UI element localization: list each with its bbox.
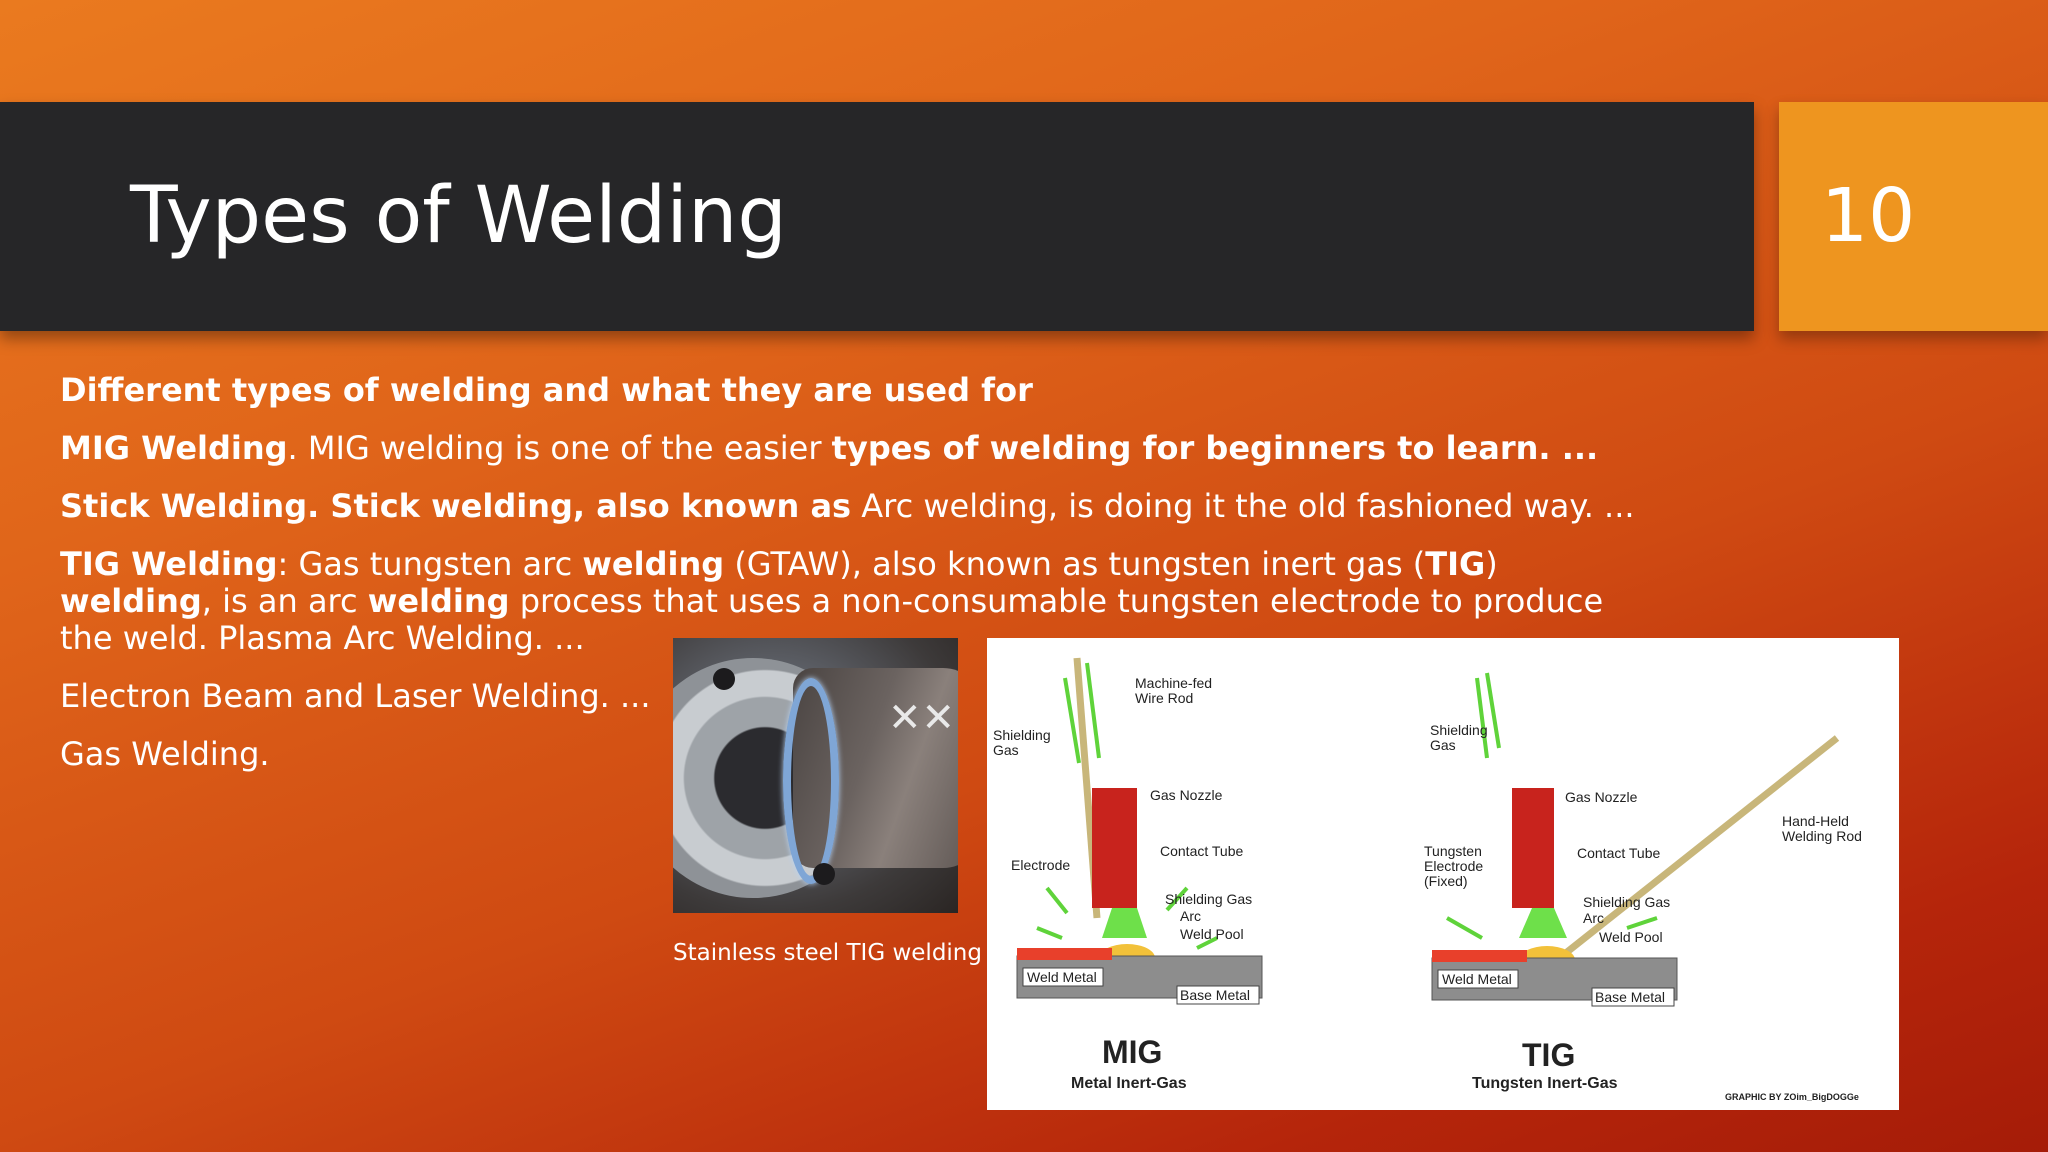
tig-text-4: , is an arc (201, 582, 368, 620)
heading-paragraph: Different types of welding and what they… (60, 372, 1650, 409)
mig-paragraph: MIG Welding. MIG welding is one of the e… (60, 430, 1650, 467)
mig-gas-nozzle (1092, 788, 1137, 908)
diagram-credit: GRAPHIC BY ZOim_BigDOGGe (1725, 1092, 1859, 1102)
mig-diagram (1016, 657, 1263, 1005)
title-bar: Types of Welding (0, 102, 1754, 331)
tig-bold-2: welding (582, 545, 725, 583)
weld-bead-shape (783, 678, 839, 884)
mig-label-gas-nozzle: Gas Nozzle (1150, 787, 1223, 803)
mig-label-shielding-gas-2: Shielding Gas (1165, 891, 1252, 907)
tig-label-contact-tube: Contact Tube (1577, 845, 1660, 861)
tig-label-weld-pool: Weld Pool (1599, 929, 1663, 945)
photo-caption: Stainless steel TIG welding (673, 940, 982, 966)
tig-label-arc: Arc (1583, 910, 1604, 926)
tig-weld-metal-band (1432, 950, 1527, 962)
chalk-mark-icon: ✕✕ (888, 695, 956, 741)
mig-base-metal-tag (1176, 985, 1260, 1005)
electron-beam-paragraph: Electron Beam and Laser Welding. ... (60, 677, 651, 715)
bolt-hole-icon (713, 668, 735, 690)
mig-label-arc: Arc (1180, 908, 1201, 924)
mig-title: MIG (1102, 1034, 1162, 1070)
tig-weld-metal-tag (1437, 969, 1519, 989)
mig-label-electrode: Electrode (1011, 857, 1070, 873)
mig-label-base-metal: Base Metal (1180, 987, 1250, 1003)
tig-gas-nozzle (1512, 788, 1554, 908)
tig-text-3: ) (1485, 545, 1498, 583)
tig-diagram (1431, 672, 1840, 1007)
bolt-hole-icon (813, 863, 835, 885)
tig-welding-photo: ✕✕ (673, 638, 958, 913)
mig-name: MIG Welding (60, 429, 288, 467)
stick-paragraph: Stick Welding. Stick welding, also known… (60, 488, 1650, 525)
tig-bold-1: TIG Welding (60, 545, 278, 583)
stick-text: Arc welding, is doing it the old fashion… (851, 487, 1635, 525)
tig-label-base-metal: Base Metal (1595, 989, 1665, 1005)
tig-hand-held-rod (1559, 735, 1840, 959)
mig-weld-metal-tag (1022, 967, 1104, 987)
tig-text-1: : Gas tungsten arc (277, 545, 583, 583)
tig-bold-4: welding (60, 582, 202, 620)
stick-bold: Stick Welding. Stick welding, also known… (60, 487, 852, 525)
gas-welding-paragraph: Gas Welding. (60, 735, 270, 773)
heading: Different types of welding and what they… (60, 371, 1033, 409)
mig-tail: types of welding for beginners to learn.… (831, 429, 1599, 467)
tig-shielding-gas (1519, 908, 1567, 938)
tig-label-shielding-gas-2: Shielding Gas (1583, 894, 1670, 910)
mig-weld-metal-band (1017, 948, 1112, 960)
slide-number-box: 10 (1779, 102, 2048, 331)
tig-bold-5: welding (367, 582, 510, 620)
mig-text: . MIG welding is one of the easier (287, 429, 832, 467)
tig-text-5: process that uses a non-consumable tungs… (60, 582, 1604, 657)
mig-label-contact-tube: Contact Tube (1160, 843, 1243, 859)
mig-gas-arrows (1036, 662, 1218, 950)
tig-label-gas-nozzle: Gas Nozzle (1565, 789, 1638, 805)
mig-label-weld-metal: Weld Metal (1027, 969, 1097, 985)
slide-title: Types of Welding (130, 171, 787, 261)
tig-paragraph: TIG Welding: Gas tungsten arc welding (G… (60, 546, 1650, 657)
tig-base-metal-tag (1591, 987, 1675, 1007)
tig-bold-3: TIG (1425, 545, 1486, 583)
tig-text-2: (GTAW), also known as tungsten inert gas… (724, 545, 1426, 583)
body-text: Different types of welding and what they… (60, 372, 1650, 794)
tig-label-weld-metal: Weld Metal (1442, 971, 1512, 987)
tig-title: TIG (1522, 1037, 1575, 1073)
tig-subtitle: Tungsten Inert-Gas (1472, 1075, 1618, 1092)
mig-subtitle: Metal Inert-Gas (1071, 1075, 1187, 1092)
slide-number: 10 (1821, 173, 1916, 259)
tig-gas-arrows (1446, 672, 1658, 940)
mig-shielding-gas (1102, 908, 1147, 938)
mig-label-weld-pool: Weld Pool (1180, 926, 1244, 942)
